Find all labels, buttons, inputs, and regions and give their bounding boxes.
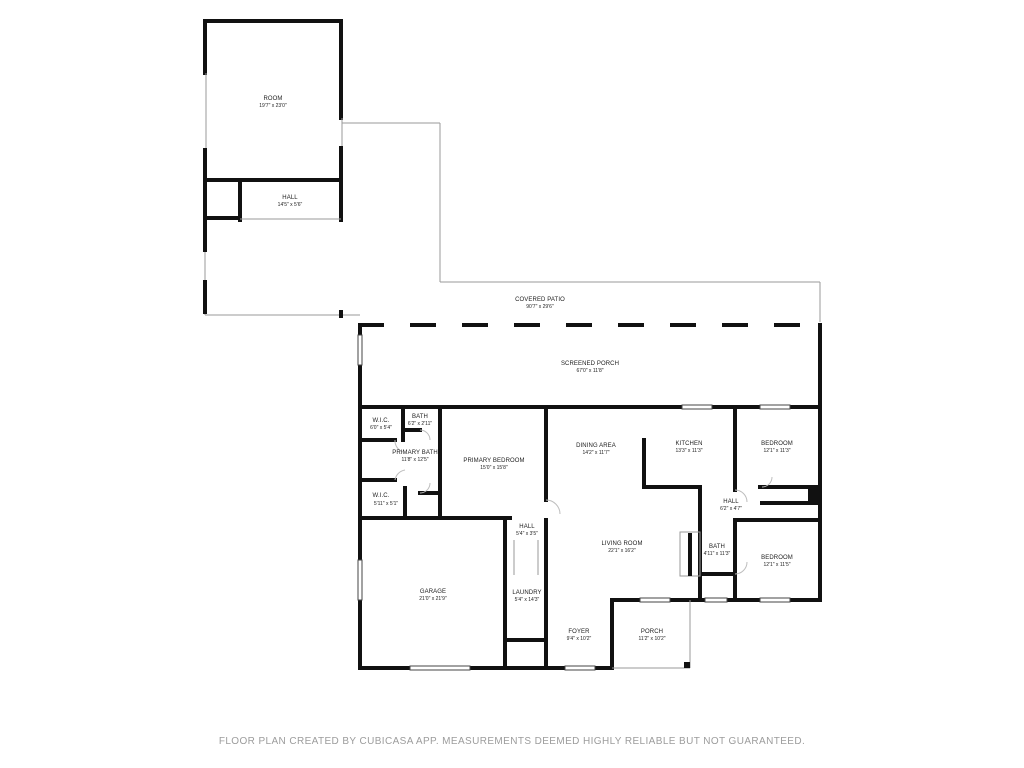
label-kitchen: KITCHEN bbox=[675, 441, 702, 447]
dim-room: 19'7" x 23'0" bbox=[259, 103, 287, 109]
dim-garage: 21'0" x 21'9" bbox=[419, 596, 447, 602]
windows bbox=[357, 334, 791, 671]
label-garage: GARAGE bbox=[420, 589, 446, 595]
label-room: ROOM bbox=[263, 96, 282, 102]
dim-living-room: 22'1" x 16'2" bbox=[608, 548, 636, 554]
main-house-walls bbox=[358, 405, 822, 670]
dim-laundry: 5'4" x 14'3" bbox=[515, 597, 540, 603]
dim-hall-mid: 5'4" x 3'5" bbox=[516, 531, 538, 537]
dim-wic-top: 6'0" x 5'4" bbox=[370, 425, 392, 431]
dim-bedroom-bottom: 12'1" x 11'5" bbox=[763, 562, 790, 568]
dim-kitchen: 13'3" x 11'3" bbox=[675, 448, 702, 454]
label-hall-upper: HALL bbox=[282, 195, 298, 201]
label-bath-small: BATH bbox=[412, 414, 428, 420]
detached-room-walls bbox=[203, 19, 343, 222]
label-foyer: FOYER bbox=[568, 629, 590, 635]
label-wic-bottom: W.I.C. bbox=[373, 493, 390, 499]
label-dining-area: DINING AREA bbox=[576, 443, 616, 449]
label-porch: PORCH bbox=[641, 629, 663, 635]
doors bbox=[394, 429, 773, 575]
dim-foyer: 9'4" x 10'2" bbox=[567, 636, 592, 642]
label-wic-top: W.I.C. bbox=[373, 418, 390, 424]
dim-bath-small: 6'2" x 2'11" bbox=[408, 421, 432, 427]
dim-bath-right: 4'11" x 11'3" bbox=[704, 551, 731, 557]
label-screened-porch: SCREENED PORCH bbox=[561, 361, 619, 367]
label-bath-right: BATH bbox=[709, 544, 725, 550]
label-hall-right: HALL bbox=[723, 499, 739, 505]
dim-primary-bath: 11'8" x 12'5" bbox=[401, 457, 428, 463]
dim-hall-upper: 14'5" x 5'6" bbox=[278, 202, 303, 208]
label-laundry: LAUNDRY bbox=[512, 590, 541, 596]
dim-covered-patio: 90'7" x 29'6" bbox=[526, 304, 554, 310]
label-covered-patio: COVERED PATIO bbox=[515, 297, 565, 303]
label-primary-bath: PRIMARY BATH bbox=[392, 450, 438, 456]
label-hall-mid: HALL bbox=[519, 524, 535, 530]
label-primary-bedroom: PRIMARY BEDROOM bbox=[463, 458, 524, 464]
footer-disclaimer: FLOOR PLAN CREATED BY CUBICASA APP. MEAS… bbox=[218, 736, 806, 747]
dim-bedroom-top: 12'1" x 11'3" bbox=[763, 448, 790, 454]
dim-screened-porch: 67'0" x 11'8" bbox=[576, 368, 603, 374]
label-bedroom-top: BEDROOM bbox=[761, 441, 793, 447]
dim-wic-bottom: 5'11" x 5'1" bbox=[374, 501, 398, 507]
dim-hall-right: 6'2" x 4'7" bbox=[720, 506, 742, 512]
room-labels: ROOM 19'7" x 23'0" HALL 14'5" x 5'6" COV… bbox=[259, 96, 793, 642]
patio-outline bbox=[203, 122, 821, 322]
label-living-room: LIVING ROOM bbox=[601, 541, 642, 547]
dim-dining-area: 14'2" x 11'7" bbox=[582, 450, 609, 456]
label-bedroom-bottom: BEDROOM bbox=[761, 555, 793, 561]
dim-porch: 11'2" x 10'2" bbox=[638, 636, 665, 642]
dim-primary-bedroom: 15'0" x 15'8" bbox=[480, 465, 508, 471]
